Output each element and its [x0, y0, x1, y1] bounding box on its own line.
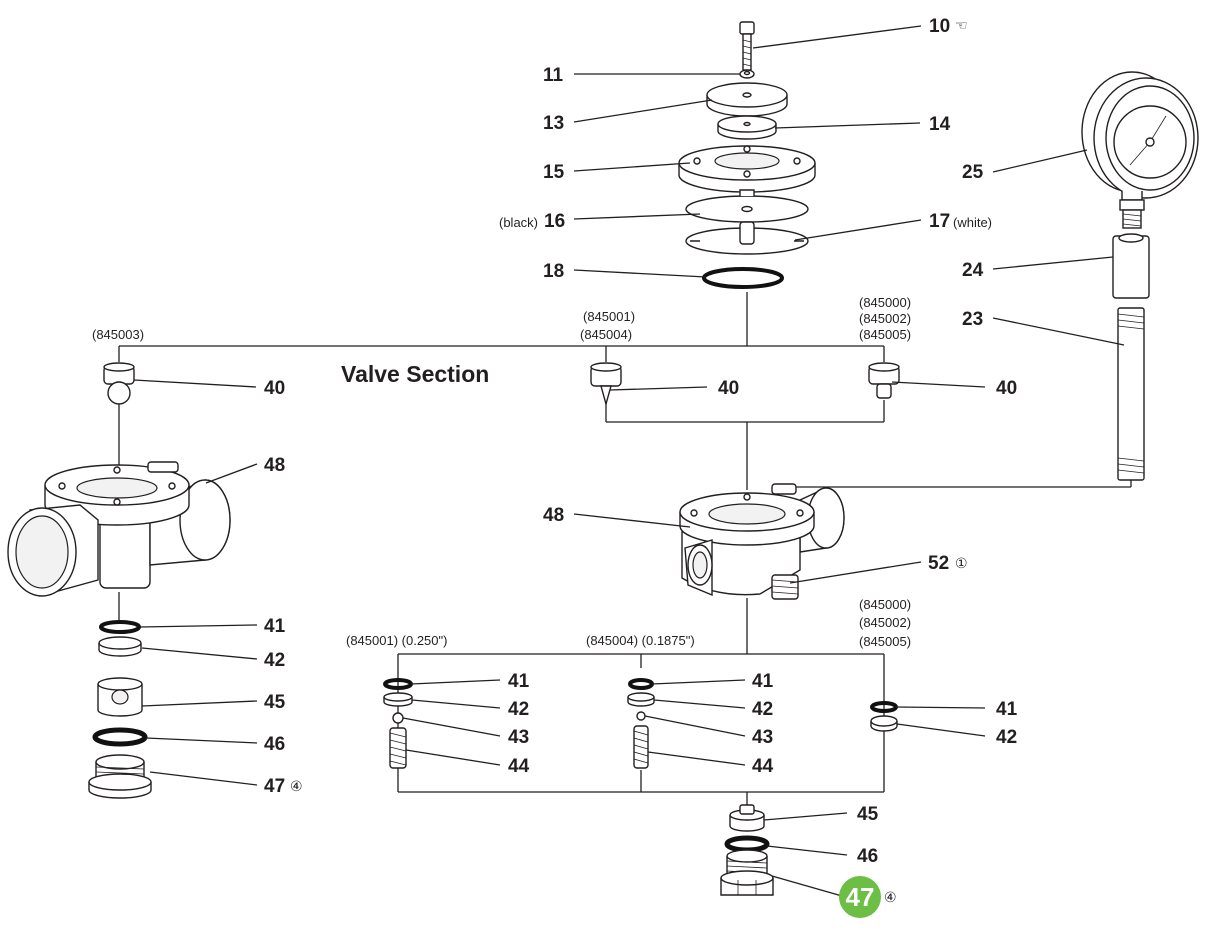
callout-15: 15 [543, 162, 565, 183]
callout-41-left: 41 [264, 616, 286, 637]
part-41-seal-b [628, 678, 654, 690]
part-23-nipple [1117, 307, 1145, 481]
section-title: Valve Section [341, 361, 489, 387]
part-42-seat-b [627, 692, 655, 707]
part-43-ball-a [392, 712, 404, 724]
part-42-seat-a [383, 692, 413, 707]
part-41-seal-left [99, 620, 141, 634]
leader-lines [133, 25, 1125, 897]
model-845002: (845002) [859, 311, 911, 326]
tree-lines [118, 292, 1132, 806]
model-845005-lower: (845005) [859, 634, 911, 649]
callout-42-b: 42 [752, 699, 773, 720]
part-48-valve-body-center [679, 483, 845, 597]
callout-42-c: 42 [996, 727, 1017, 748]
model-845001-size: (845001) (0.250") [346, 633, 447, 648]
callout-41-a: 41 [508, 671, 530, 692]
callout-25: 25 [962, 162, 984, 183]
note-white: (white) [953, 215, 992, 230]
callout-47-highlight[interactable]: 47 [839, 876, 881, 918]
callout-23: 23 [962, 309, 983, 330]
part-48-valve-body-left [7, 461, 231, 597]
callout-17: 17 [929, 211, 950, 232]
model-845003: (845003) [92, 327, 144, 342]
callout-42-a: 42 [508, 699, 529, 720]
part-17-diaphragm [685, 221, 809, 255]
callout-48-center: 48 [543, 505, 564, 526]
callout-10: 10 [929, 16, 950, 37]
callout-44-a: 44 [508, 756, 530, 777]
model-845001: (845001) [583, 309, 635, 324]
model-845004: (845004) [580, 327, 632, 342]
callout-numbers: 10 ☜ 11 13 14 15 (black) 16 17 (white) 1… [92, 16, 1018, 918]
note-circle-4-icon-center: ④ [884, 890, 897, 906]
callout-47-center: 47 [846, 882, 875, 912]
callout-42-left: 42 [264, 650, 285, 671]
part-44-spring-b [633, 725, 649, 769]
model-845000-lower: (845000) [859, 597, 911, 612]
part-45-cage-left [97, 677, 143, 717]
callout-43-b: 43 [752, 727, 773, 748]
part-42-seat-left [98, 636, 142, 657]
callout-14: 14 [929, 114, 951, 135]
part-11-washer [739, 69, 755, 79]
callout-18: 18 [543, 261, 564, 282]
callout-41-c: 41 [996, 699, 1018, 720]
callout-46-center: 46 [857, 846, 878, 867]
callout-40-right: 40 [996, 378, 1017, 399]
part-14-disk [717, 115, 777, 140]
callout-48-left: 48 [264, 455, 285, 476]
part-47-cap-center [720, 849, 774, 896]
part-24-coupling [1112, 233, 1150, 299]
model-845004-size: (845004) (0.1875") [586, 633, 695, 648]
part-40-needle-right [868, 362, 900, 399]
part-46-gasket-center [724, 835, 770, 853]
callout-47-left: 47 [264, 776, 285, 797]
callout-41-b: 41 [752, 671, 774, 692]
callout-13: 13 [543, 113, 564, 134]
part-42-seat-c [870, 715, 898, 732]
callout-52: 52 [928, 553, 949, 574]
part-25-pressure-gauge [1081, 71, 1199, 229]
part-40-needle-mid [590, 362, 622, 407]
part-43-ball-b [636, 711, 646, 721]
model-845000: (845000) [859, 295, 911, 310]
part-46-gasket-left [92, 727, 148, 747]
callout-24: 24 [962, 260, 984, 281]
callout-46-left: 46 [264, 734, 285, 755]
callout-40-left: 40 [264, 378, 285, 399]
part-45-cage-center [729, 804, 765, 832]
part-13-cap [706, 82, 788, 117]
callout-44-b: 44 [752, 756, 774, 777]
part-18-o-ring [702, 267, 784, 289]
part-15-flange [678, 145, 816, 193]
note-circle-4-icon: ④ [290, 779, 303, 795]
callout-40-mid: 40 [718, 378, 739, 399]
part-16-diaphragm [685, 189, 809, 223]
callout-45-left: 45 [264, 692, 286, 713]
part-47-cap-left [88, 754, 152, 799]
part-40-needle-left [103, 362, 135, 405]
callout-43-a: 43 [508, 727, 529, 748]
note-black: (black) [499, 215, 538, 230]
part-52-plug [771, 574, 799, 600]
note-circle-1-icon: ① [955, 556, 968, 572]
model-845005: (845005) [859, 327, 911, 342]
callout-11: 11 [543, 65, 564, 86]
part-44-spring-a [389, 727, 407, 769]
hand-pointer-icon: ☜ [955, 18, 968, 34]
part-10-screw [739, 21, 755, 71]
callout-45-center: 45 [857, 804, 879, 825]
callout-16: 16 [544, 211, 565, 232]
model-845002-lower: (845002) [859, 615, 911, 630]
